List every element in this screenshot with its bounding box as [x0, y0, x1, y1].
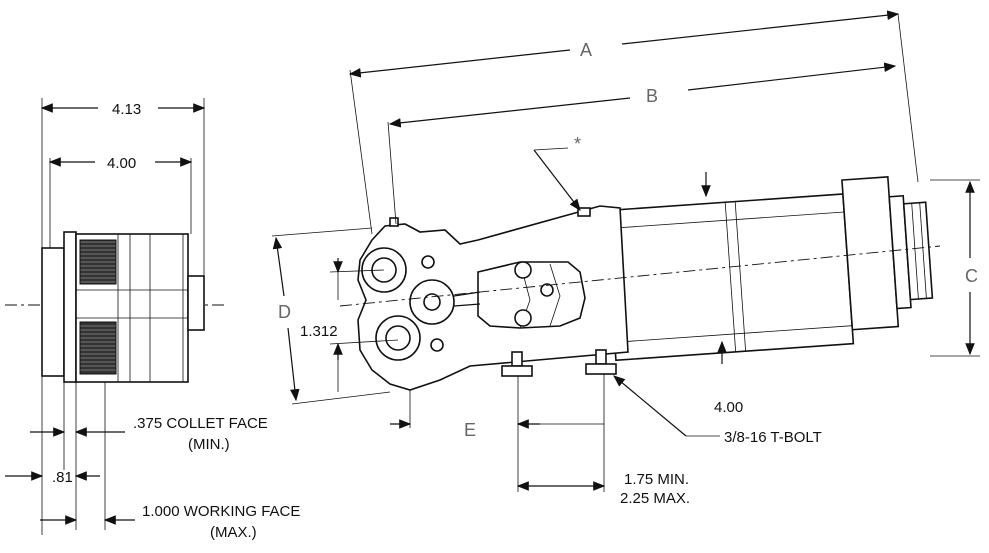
dim-1-312: 1.312: [300, 323, 338, 340]
t-bolt-right: [585, 349, 617, 375]
main-centerline: [339, 245, 941, 307]
main-view: [271, 10, 980, 492]
star-note: *: [574, 134, 581, 154]
t-bolt-left: [501, 351, 533, 377]
cylinder-end: [902, 201, 934, 301]
dim-a: A: [580, 40, 592, 60]
side-boss: [187, 275, 205, 331]
side-hatch-lower: [79, 321, 117, 375]
dim-b: B: [646, 86, 658, 106]
dim-c: C: [965, 266, 978, 286]
working-face-max: (MAX.): [210, 524, 257, 541]
t-bolt-label: 3/8-16 T-BOLT: [724, 429, 822, 446]
dim-0-81: .81: [52, 469, 73, 486]
dim-2-25-max: 2.25 MAX.: [620, 490, 690, 507]
collet-face-min: (MIN.): [188, 436, 230, 453]
side-flange: [41, 247, 65, 377]
working-face-label: 1.000 WORKING FACE: [142, 503, 300, 520]
side-plate: [63, 231, 77, 383]
jaw-housing: [477, 261, 586, 329]
dim-4-00-top: 4.00: [107, 155, 136, 172]
dim-4-00-right: 4.00: [714, 399, 743, 416]
dim-e: E: [464, 420, 476, 440]
side-hatch-upper: [79, 239, 117, 285]
dim-d: D: [278, 302, 291, 322]
cylinder-body: [604, 193, 855, 362]
dim-4-13: 4.13: [112, 101, 141, 118]
dim-1-75-min: 1.75 MIN.: [624, 471, 689, 488]
collet-face-label: .375 COLLET FACE: [133, 415, 268, 432]
side-view: [5, 98, 228, 535]
